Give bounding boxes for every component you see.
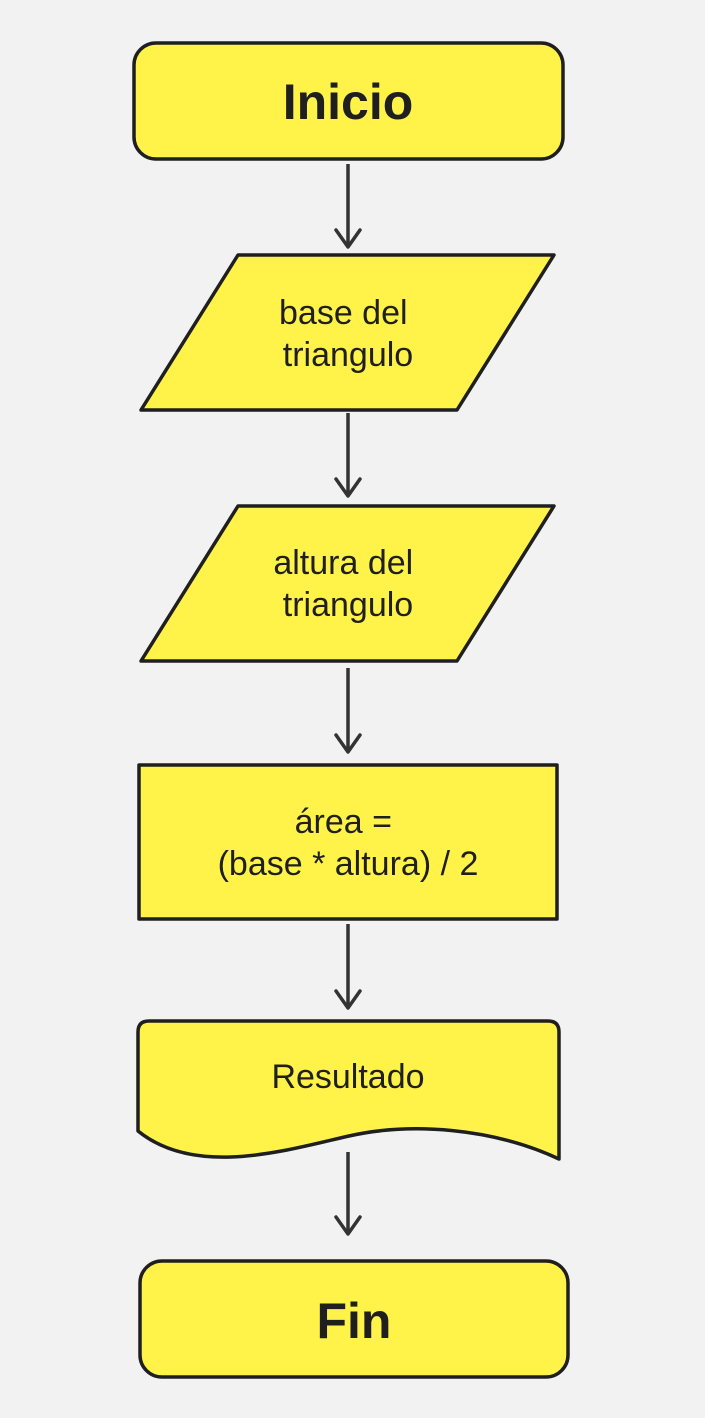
edge-process-area-to-output-result <box>334 924 362 1010</box>
process-area-label-line1: área = <box>295 803 392 841</box>
input-base-label: base del triangulo <box>279 294 417 374</box>
edge-output-result-to-end <box>334 1152 362 1236</box>
end-label: Fin <box>317 1293 392 1349</box>
input-height-label: altura del triangulo <box>273 544 422 624</box>
start-node: Inicio <box>132 41 565 161</box>
end-node: Fin <box>138 1259 570 1379</box>
process-area-label: área = (base * altura) / 2 <box>218 803 479 883</box>
input-base-parallelogram <box>139 253 556 412</box>
input-height-parallelogram <box>139 504 556 663</box>
edge-input-base-to-input-height <box>334 413 362 498</box>
output-result-label: Resultado <box>271 1058 424 1096</box>
arrowhead-icon <box>334 477 362 498</box>
input-base-label-line1: base del <box>279 294 408 332</box>
process-area-node: área = (base * altura) / 2 <box>137 763 559 921</box>
arrowhead-icon <box>334 989 362 1010</box>
arrowhead-icon <box>334 733 362 754</box>
edge-start-to-input-base <box>334 164 362 249</box>
start-label: Inicio <box>283 74 414 130</box>
input-height-label-line1: altura del <box>273 544 413 582</box>
arrowhead-icon <box>334 228 362 249</box>
input-height-node: altura del triangulo <box>139 504 556 663</box>
input-base-node: base del triangulo <box>139 253 556 412</box>
arrowhead-icon <box>334 1215 362 1236</box>
input-base-label-line2: triangulo <box>283 336 413 374</box>
end-terminal-shape <box>138 1259 570 1379</box>
start-terminal-shape <box>132 41 565 161</box>
process-area-rect <box>137 763 559 921</box>
input-height-label-line2: triangulo <box>283 586 413 624</box>
output-result-document-shape <box>136 1019 561 1161</box>
output-result-node: Resultado <box>136 1019 561 1161</box>
edge-input-height-to-process-area <box>334 668 362 754</box>
process-area-label-line2: (base * altura) / 2 <box>218 845 479 883</box>
